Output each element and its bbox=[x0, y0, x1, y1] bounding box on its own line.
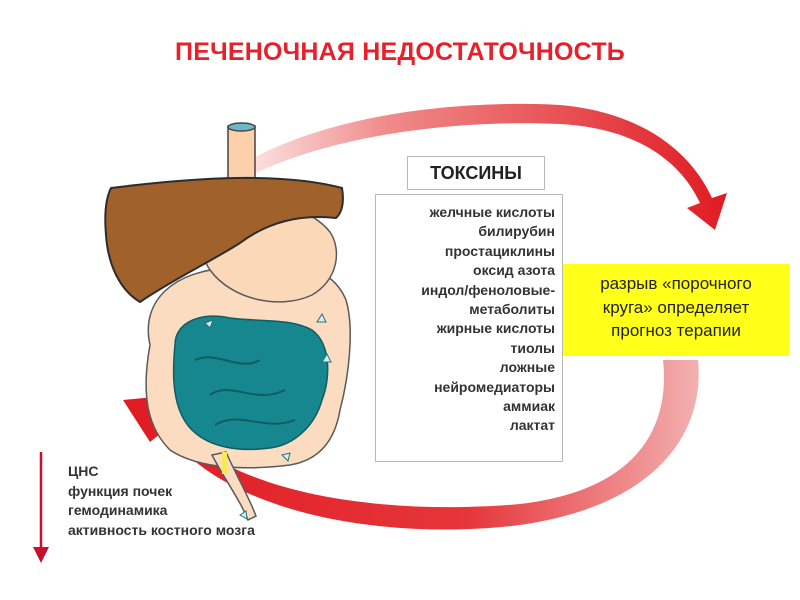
cycle-arrow-top bbox=[205, 103, 727, 230]
effect-item: гемодинамика bbox=[68, 502, 168, 519]
decline-arrow bbox=[33, 452, 49, 563]
toxins-heading: ТОКСИНЫ bbox=[407, 156, 545, 190]
affected-systems: ЦНС функция почек гемодинамика активност… bbox=[68, 462, 255, 540]
prognosis-note: разрыв «порочного круга» определяет прог… bbox=[563, 264, 789, 356]
toxin-item: нейромедиаторы bbox=[434, 378, 555, 395]
esophagus bbox=[227, 122, 256, 187]
toxin-item: оксид азота bbox=[473, 262, 555, 279]
liver bbox=[104, 176, 344, 304]
effect-item: функция почек bbox=[68, 482, 173, 499]
toxin-item: простациклины bbox=[444, 242, 555, 259]
page-title: ПЕЧЕНОЧНАЯ НЕДОСТАТОЧНОСТЬ bbox=[175, 38, 625, 66]
note-line: прогноз терапии bbox=[611, 321, 741, 340]
toxin-item: аммиак bbox=[503, 398, 555, 415]
effect-item: ЦНС bbox=[68, 463, 99, 479]
effect-item: активность костного мозга bbox=[68, 521, 255, 538]
toxin-item: жирные кислоты bbox=[436, 320, 555, 337]
toxin-item: метаболиты bbox=[469, 301, 555, 318]
toxin-item: желчные кислоты bbox=[429, 204, 555, 220]
note-line: разрыв «порочного bbox=[600, 274, 752, 293]
toxin-item: тиолы bbox=[510, 339, 555, 356]
note-line: круга» определяет bbox=[602, 297, 750, 317]
small-intestine bbox=[172, 315, 329, 451]
toxins-list: желчные кислоты билирубин простациклины … bbox=[375, 194, 563, 462]
bile-drip bbox=[222, 452, 227, 474]
gut-flow-markers bbox=[204, 312, 332, 520]
toxin-item: ложные bbox=[499, 359, 555, 376]
cycle-arrow-bottom bbox=[123, 360, 699, 530]
toxin-item: индол/феноловые- bbox=[421, 281, 555, 298]
toxin-item: лактат bbox=[509, 417, 555, 434]
toxin-item: билирубин bbox=[478, 223, 555, 240]
